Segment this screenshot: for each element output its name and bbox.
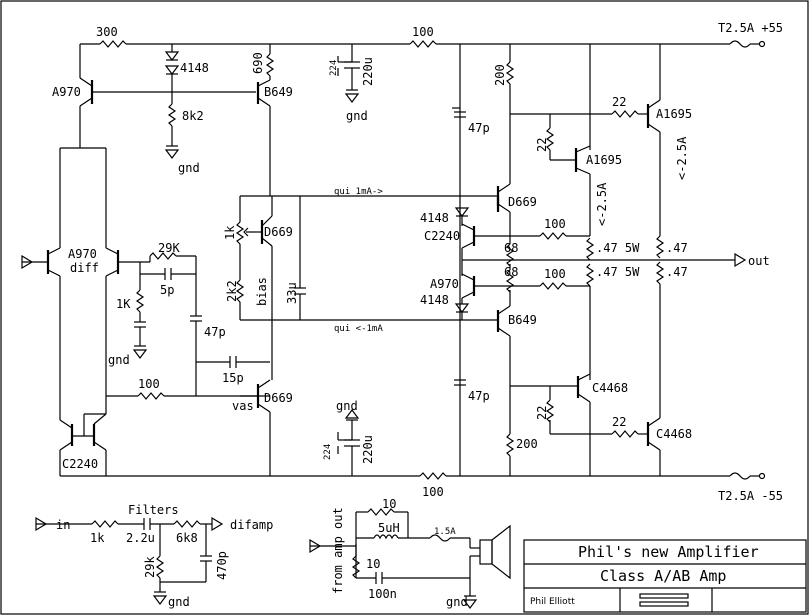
label-t25p55: T2.5A +55 [718, 21, 783, 35]
label-c22u: 2.2u [126, 531, 155, 545]
label-c2240a: C2240 [424, 229, 460, 243]
label-gnd1: gnd [178, 161, 200, 175]
label-r1k: 1k [223, 225, 237, 240]
label-r6k8: 6k8 [176, 531, 198, 545]
label-r100top: 100 [412, 25, 434, 39]
label-qui1: qui 1mA-> [334, 187, 383, 197]
label-c470p: 470p [215, 551, 229, 580]
label-gnd2: gnd [346, 109, 368, 123]
label-c47pb: 47p [204, 325, 226, 339]
label-a970b: A970 [430, 277, 459, 291]
label-t25m55: T2.5A -55 [718, 489, 783, 503]
label-c4468a: C4468 [592, 381, 628, 395]
label-vas: vas [232, 399, 254, 413]
label-c33u: 33u [285, 282, 299, 304]
input-current-source [79, 44, 275, 196]
label-r22a: 22 [612, 95, 626, 109]
label-gnd6: gnd [446, 595, 468, 609]
label-from-amp-out: from amp out [331, 507, 345, 594]
output-stage [337, 44, 747, 476]
label-c15p: 15p [222, 371, 244, 385]
label-r22c: 22 [535, 406, 549, 420]
label-f15a: 1.5A [434, 527, 456, 537]
label-d4148a: 4148 [180, 61, 209, 75]
bias-section [235, 195, 462, 476]
output-network [309, 508, 511, 609]
label-c5p: 5p [160, 283, 174, 297]
label-b649top: B649 [264, 85, 293, 99]
label-c220ub: 220u [361, 435, 375, 464]
label-a970top: A970 [52, 85, 81, 99]
label-b649b: B649 [508, 313, 537, 327]
label-r10a: 10 [382, 497, 396, 511]
label-qui2: qui <-1mA [334, 324, 383, 334]
label-a1695a: A1695 [656, 107, 692, 121]
label-c224b: 224 [323, 444, 333, 460]
label-gnd4: gnd [336, 399, 358, 413]
top-rail [79, 40, 766, 78]
label-r1k2: 1K [116, 297, 131, 311]
label-r2k2: 2k2 [225, 280, 239, 302]
label-c224a: 224 [329, 60, 339, 76]
label-r47a: .47 5W [596, 241, 640, 255]
label-gnd5: gnd [168, 595, 190, 609]
label-r22b: 22 [535, 138, 549, 152]
label-diff: diff [70, 261, 99, 275]
label-r100a: 100 [544, 217, 566, 231]
label-d4148b: 4148 [420, 211, 449, 225]
label-c4468b: C4468 [656, 427, 692, 441]
title-block-text: Phil's new Amplifier Class A/AB Amp Phil… [530, 543, 759, 607]
label-a970diff: A970 [68, 247, 97, 261]
label-r10b: 10 [366, 557, 380, 571]
label-c220ua: 220u [361, 57, 375, 86]
label-r690: 690 [251, 52, 265, 74]
label-c47pa: 47p [468, 121, 490, 135]
label-d4148c: 4148 [420, 293, 449, 307]
label-r68b: 68 [504, 265, 518, 279]
label-d669b: D669 [264, 225, 293, 239]
label-i25a: <-2.5A [675, 136, 689, 180]
label-d669a: D669 [508, 195, 537, 209]
label-r8k2: 8k2 [182, 109, 204, 123]
label-r100c: 100 [138, 377, 160, 391]
label-r47c: .47 [666, 241, 688, 255]
label-gnd3: gnd [108, 353, 130, 367]
label-r22d: 22 [612, 415, 626, 429]
label-r200b: 200 [516, 437, 538, 451]
label-l5uh: 5uH [378, 521, 400, 535]
label-r47d: .47 [666, 265, 688, 279]
subtitle-text: Class A/AB Amp [600, 567, 726, 585]
component-labels: 300 4148 690 100 T2.5A +55 A970 B649 8k2… [52, 21, 783, 609]
label-in: in [56, 518, 70, 532]
label-bias: bias [255, 277, 269, 306]
label-c47pc: 47p [468, 389, 490, 403]
title-block [523, 539, 807, 613]
label-difamp: difamp [230, 518, 273, 532]
top-decoupling [337, 44, 360, 103]
label-r300: 300 [96, 25, 118, 39]
label-r100bot: 100 [422, 485, 444, 499]
label-r1kf: 1k [90, 531, 105, 545]
label-r29kf: 29k [143, 556, 157, 578]
title-text: Phil's new Amplifier [578, 543, 759, 561]
diff-pair [21, 147, 270, 477]
label-r100b: 100 [544, 267, 566, 281]
bottom-rail [270, 472, 766, 480]
label-r47b: .47 5W [596, 265, 640, 279]
label-r29k: 29K [158, 241, 180, 255]
label-c100n: 100n [368, 587, 397, 601]
label-i25b: <-2.5A [595, 182, 609, 226]
label-a1695b: A1695 [586, 153, 622, 167]
label-r68a: 68 [504, 241, 518, 255]
label-c2240b: C2240 [62, 457, 98, 471]
filter-section [35, 516, 224, 605]
label-filters: Filters [128, 503, 179, 517]
label-r200top: 200 [493, 64, 507, 86]
label-d669c: D669 [264, 391, 293, 405]
author-text: Phil Elliott [530, 597, 575, 607]
label-out: out [748, 254, 770, 268]
